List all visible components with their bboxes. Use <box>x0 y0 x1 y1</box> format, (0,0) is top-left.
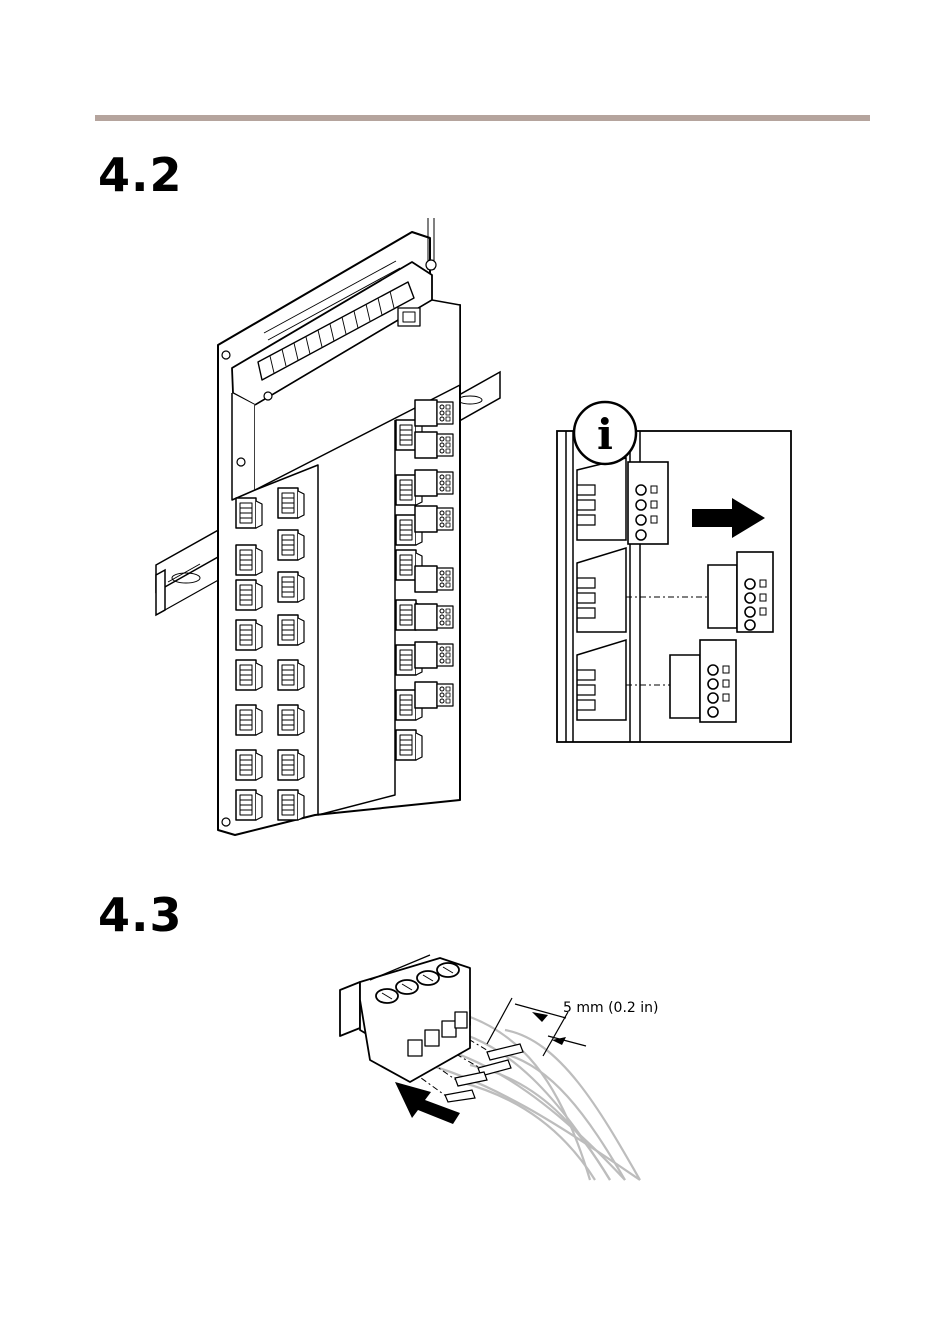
insert-arrow-icon <box>395 1082 460 1124</box>
controller-unit <box>218 218 460 835</box>
strip-length-label: 5 mm (0.2 in) <box>563 1000 658 1016</box>
info-callout: i <box>557 402 791 742</box>
info-icon-glyph: i <box>597 410 613 459</box>
wiring-illustration: 5 mm (0.2 in) <box>340 955 658 1180</box>
